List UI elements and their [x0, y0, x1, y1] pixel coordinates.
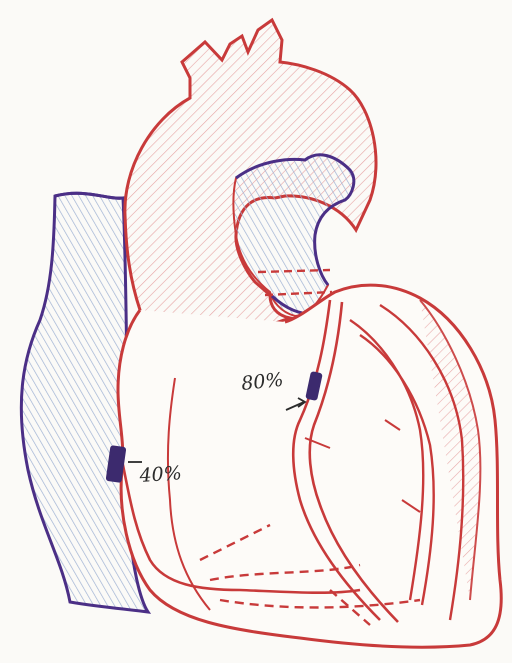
stenosis-label-40: 40% [138, 462, 183, 487]
stenosis-label-80: 80% [240, 369, 284, 395]
